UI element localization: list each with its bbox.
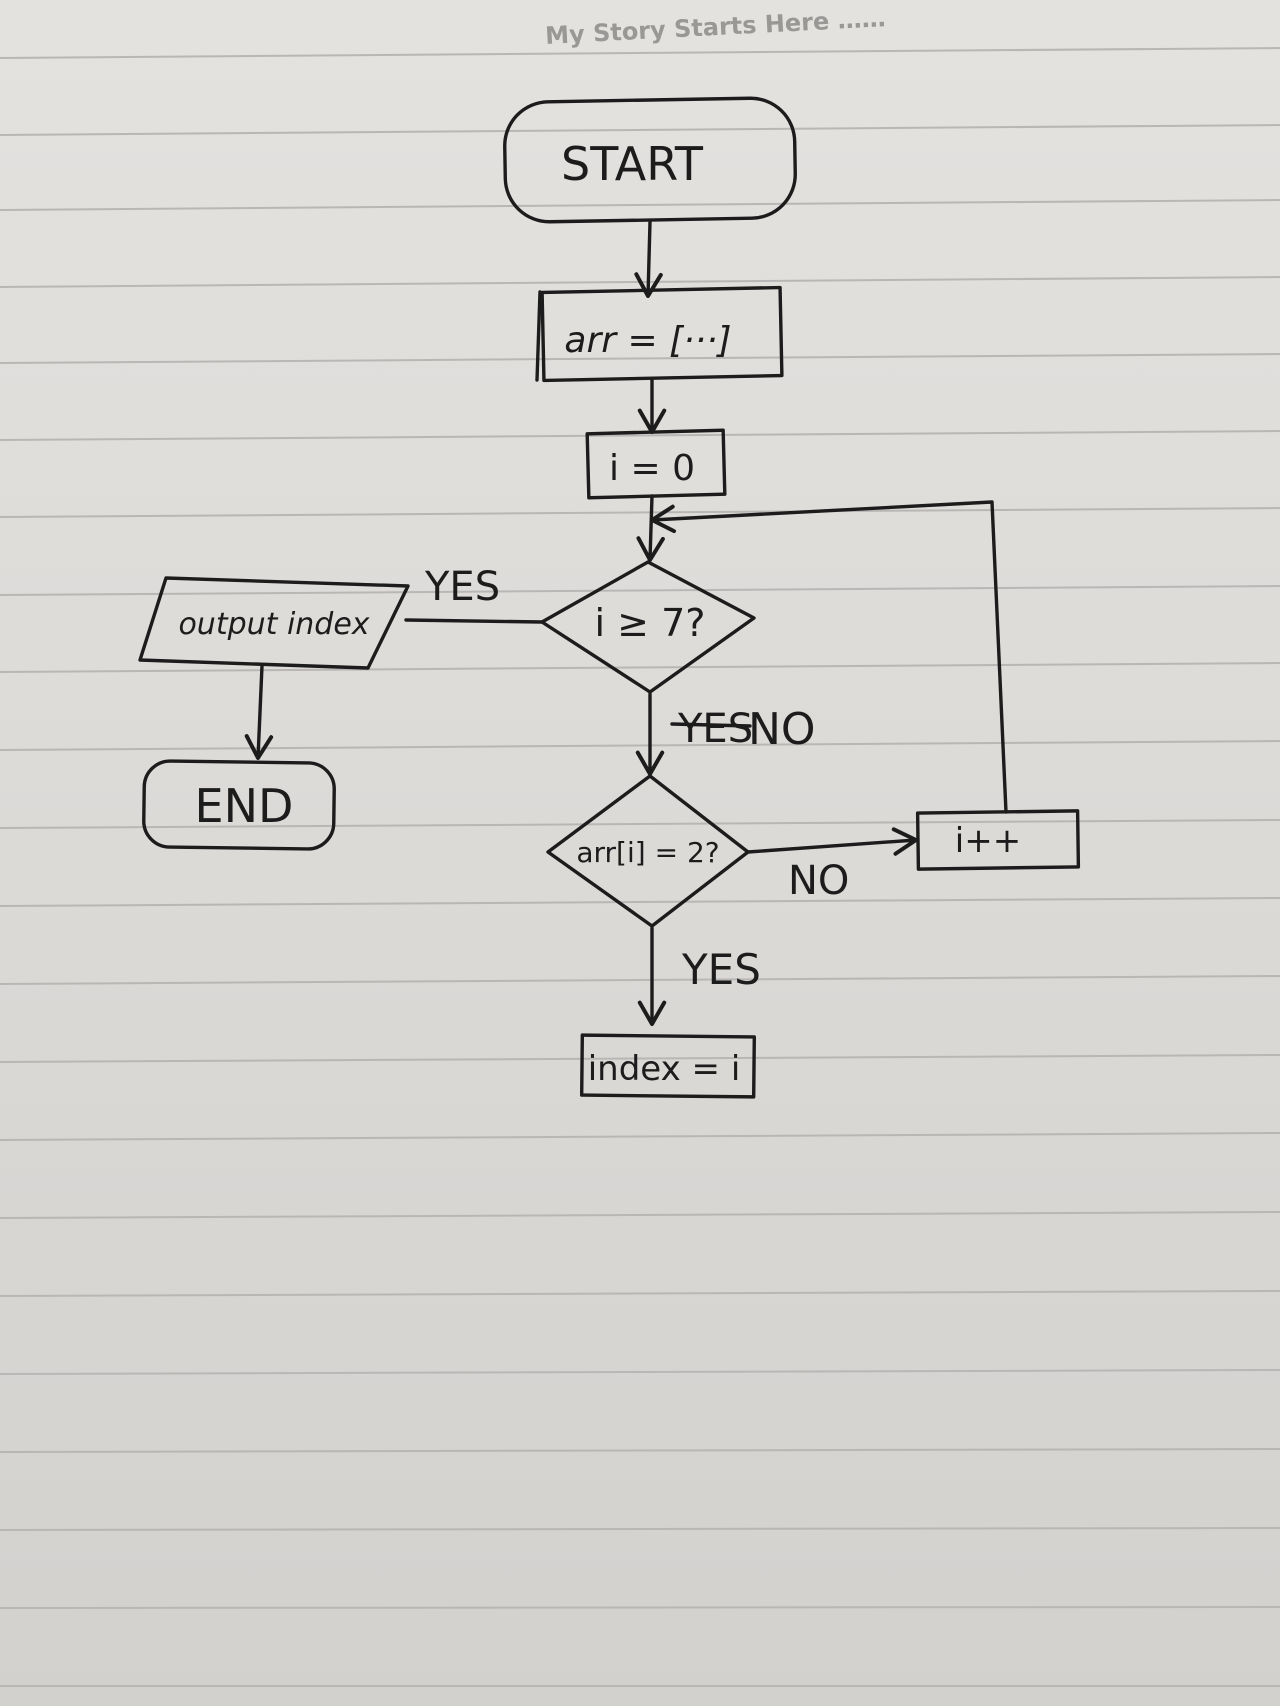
- output-label: output index: [178, 607, 369, 642]
- output-parallelogram: output index: [138, 576, 410, 670]
- edge-loop-back: [650, 500, 1008, 814]
- assign-index-label: index = i: [588, 1049, 741, 1089]
- end-label: END: [195, 779, 294, 833]
- value-no-label: NO: [788, 858, 849, 904]
- edge-loop-yes: [404, 618, 544, 624]
- loop-check-label: i ≥ 7?: [595, 601, 706, 645]
- strikethrough-mark: [670, 722, 752, 728]
- start-terminal: START: [503, 96, 797, 224]
- value-check-label: arr[i] = 2?: [576, 836, 719, 869]
- assign-index-box: index = i: [579, 1033, 757, 1099]
- arrow-counter-to-loop-check: [636, 494, 665, 562]
- loop-no-label: NO: [748, 704, 816, 755]
- arrow-output-to-end: [244, 664, 274, 760]
- value-yes-label: YES: [681, 945, 761, 994]
- end-terminal: END: [142, 759, 336, 851]
- array-init-box: arr = [···]: [535, 285, 784, 383]
- increment-box: i++: [915, 809, 1081, 871]
- edge-value-no: [746, 827, 918, 856]
- value-check-diamond: arr[i] = 2?: [546, 774, 750, 928]
- counter-init-box: i = 0: [585, 428, 727, 500]
- counter-init-label: i = 0: [609, 448, 695, 489]
- increment-label: i++: [955, 821, 1021, 861]
- start-label: START: [561, 137, 704, 191]
- loop-check-diamond: i ≥ 7?: [540, 560, 756, 694]
- loop-no-struck-label: YES: [677, 706, 753, 752]
- array-init-label: arr = [···]: [564, 320, 731, 361]
- loop-yes-label: YES: [424, 564, 500, 610]
- arrow-start-to-array: [634, 220, 663, 298]
- notebook-header: My Story Starts Here ……: [545, 4, 887, 50]
